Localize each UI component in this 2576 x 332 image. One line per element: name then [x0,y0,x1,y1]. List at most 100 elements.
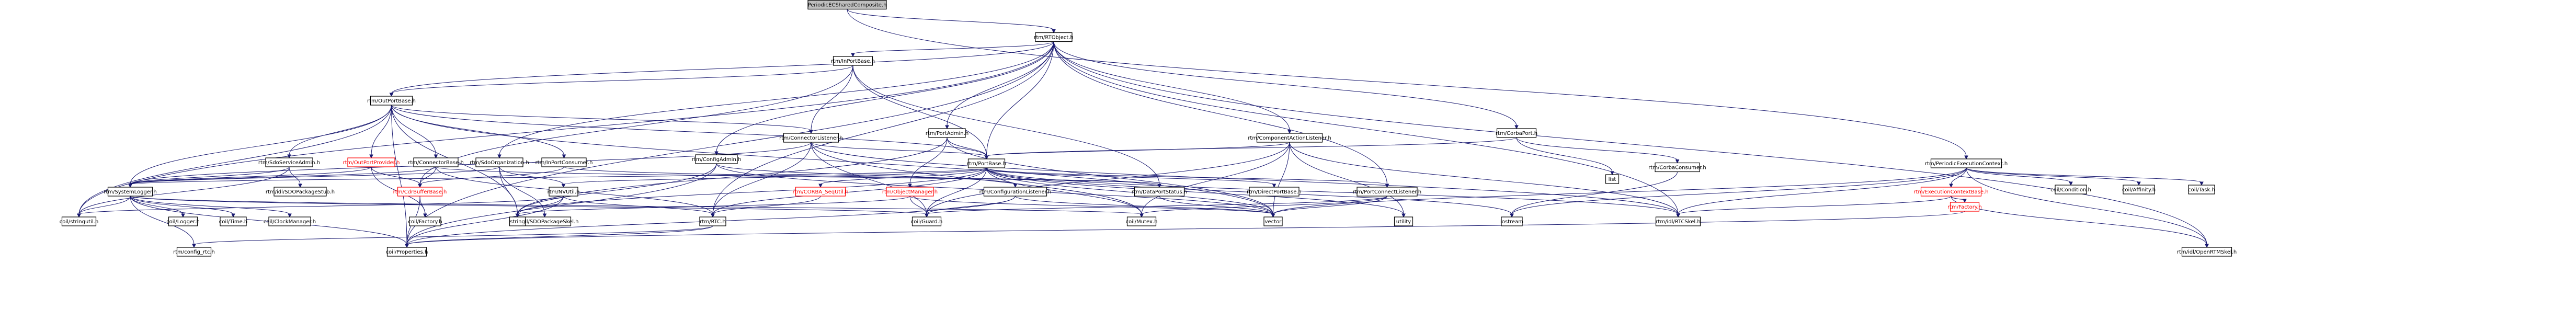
dependency-edge-ecbase-openrtmskel [1951,196,2209,248]
node-corbaconsumer[interactable]: rtm/CorbaConsumer.h [1648,162,1706,173]
dependency-edge-outportbase-outportprovider [369,105,392,159]
node-vector[interactable]: vector [1263,216,1283,226]
node-label-systemlogger: rtm/SystemLogger.h [104,189,157,195]
node-rtc[interactable]: rtm/RTC.h [699,216,726,226]
node-sdopackagestub[interactable]: rtm/idl/SDOPackageStub.h [266,187,335,197]
node-time[interactable]: coil/Time.h [219,216,248,226]
node-label-root: PeriodicECSharedComposite.h [808,3,887,8]
dependency-edge-outportbase-sdoserviceadmin [287,105,392,159]
node-inportbase[interactable]: rtm/InPortBase.h [831,56,875,66]
dependency-edge-portconnectlistener-mutex [1139,196,1387,218]
dependency-edge-periodicec-iostream [1510,167,1967,218]
node-openrtmskel[interactable]: rtm/idl/OpenRTMSkel.h [2177,247,2237,257]
node-label-cdrbufferbase: rtm/CdrBufferBase.h [393,189,447,195]
dependency-edge-portbase-utility [986,167,1406,218]
dependency-edge-systemlogger-time [130,196,235,218]
node-label-stringutil: coil/stringutil.h [60,219,99,225]
dependency-edge-periodicec-task [1966,167,2204,186]
node-mutex[interactable]: coil/Mutex.h [1126,216,1158,226]
dependency-edge-portconnectlistener-vector [1271,196,1387,218]
node-ecbase[interactable]: rtm/ExecutionContextBase.h [1913,187,1989,197]
node-label-string: string [510,219,525,225]
node-stringutil[interactable]: coil/stringutil.h [60,216,99,226]
node-label-outportbase: rtm/OutPortBase.h [367,98,416,104]
dependency-edge-periodicec-condition [1966,167,2073,186]
dependency-edge-corbaconsumer-iostream [1510,171,1678,218]
dependency-edge-sdoserviceadmin-sdopackagestub [289,166,302,188]
node-connectorbase[interactable]: rtm/ConnectorBase.h [408,157,464,167]
node-label-logger: coil/Logger.h [166,219,200,225]
node-label-componentactionlistener: rtm/ComponentActionListener.h [1248,135,1331,141]
dependency-edge-sdoorganization-sdopackageskel [499,166,547,218]
node-corbasequtil[interactable]: rtm/CORBA_SeqUtil.h [793,187,849,197]
node-iostream[interactable]: iostream [1500,216,1523,226]
node-label-openrtmskel: rtm/idl/OpenRTMSkel.h [2177,249,2237,255]
node-outportprovider[interactable]: rtm/OutPortProvider.h [343,157,400,167]
dependency-edge-corbasequtil-rtc [711,196,821,218]
node-string[interactable]: string [509,216,526,226]
node-utility[interactable]: utility [1394,216,1414,226]
node-nvutil[interactable]: rtm/NVUtil.h [548,187,580,197]
node-label-task: coil/Task.h [2188,187,2215,193]
node-directportbase[interactable]: rtm/DirectPortBase.h [1247,187,1302,197]
dependency-edge-outportprovider-cdrbufferbase [371,166,422,188]
node-configlistener[interactable]: rtm/ConfigurationListener.h [979,187,1052,197]
dependency-edge-portbase-systemlogger [128,167,987,188]
node-connectorlistener[interactable]: rtm/ConnectorListener.h [779,133,843,143]
node-outportbase[interactable]: rtm/OutPortBase.h [367,96,416,106]
node-label-configrtc: rtm/config_rtc.h [173,249,215,255]
node-portbase[interactable]: rtm/PortBase.h [967,158,1006,168]
dependency-edge-systemlogger-guard [130,196,929,218]
node-label-rtobject: rtm/RTObject.h [1034,35,1074,41]
dependency-edge-portbase-directportbase [986,167,1276,188]
node-label-portbase: rtm/PortBase.h [967,161,1006,167]
node-label-portconnectlistener: rtm/PortConnectListener.h [1353,189,1421,195]
node-clockmanager[interactable]: coil/ClockManager.h [264,216,316,226]
node-factory_rtm[interactable]: rtm/Factory.h [1947,202,1982,212]
dependency-edge-rtobject-inportbase [851,41,1054,58]
dependency-edge-portbase-nvutil [561,167,987,188]
dependency-edge-root-periodicec [847,9,1968,160]
node-portconnectlistener[interactable]: rtm/PortConnectListener.h [1353,187,1421,197]
node-inportconsumer[interactable]: rtm/InPortConsumer.h [535,157,593,167]
node-factory_coil[interactable]: coil/Factory.h [408,216,442,226]
dependency-edge-componentactionlistener-portbase [984,142,1290,160]
node-condition[interactable]: coil/Condition.h [2050,185,2091,194]
node-label-configadmin: rtm/ConfigAdmin.h [692,157,742,163]
node-label-inportbase: rtm/InPortBase.h [831,59,875,64]
dependency-edge-rtobject-outportbase [389,41,1054,97]
node-configadmin[interactable]: rtm/ConfigAdmin.h [692,154,742,164]
dependency-edge-rtobject-portadmin [945,41,1054,130]
node-componentactionlistener[interactable]: rtm/ComponentActionListener.h [1248,133,1331,143]
node-corbaport[interactable]: rtm/CorbaPort.h [1496,128,1537,138]
node-rtobject[interactable]: rtm/RTObject.h [1034,32,1074,42]
node-label-sdoserviceadmin: rtm/SdoServiceAdmin.h [258,160,320,166]
node-label-rtc: rtm/RTC.h [700,219,725,225]
node-dataportstatus[interactable]: rtm/DataPortStatus.h [1132,187,1187,197]
node-label-properties: coil/Properties.h [386,249,428,255]
node-affinity[interactable]: coil/Affinity.h [2122,185,2156,194]
node-properties[interactable]: coil/Properties.h [386,247,428,257]
node-periodicec[interactable]: rtm/PeriodicExecutionContext.h [1925,158,2008,168]
node-cdrbufferbase[interactable]: rtm/CdrBufferBase.h [393,187,447,197]
node-label-guard: coil/Guard.h [911,219,943,225]
dependency-edge-periodicec-openrtmskel [1966,167,2209,248]
node-guard[interactable]: coil/Guard.h [911,216,943,226]
dependency-edge-inportbase-connectorlistener [809,65,853,134]
node-configrtc[interactable]: rtm/config_rtc.h [173,247,215,257]
dependency-edge-portadmin-portbase [947,137,989,160]
node-logger[interactable]: coil/Logger.h [166,216,200,226]
node-sdoserviceadmin[interactable]: rtm/SdoServiceAdmin.h [258,157,320,167]
node-systemlogger[interactable]: rtm/SystemLogger.h [104,187,157,197]
node-label-sdopackageskel: rtm/idl/SDOPackageSkel.h [510,219,578,225]
node-rtcskel[interactable]: rtm/idl/RTCSkel.h [1655,216,1701,226]
node-portadmin[interactable]: rtm/PortAdmin.h [926,128,968,138]
node-task[interactable]: coil/Task.h [2188,185,2215,194]
node-objectmanager[interactable]: rtm/ObjectManager.h [882,187,938,197]
dependency-edge-inportconsumer-cdrbufferbase [418,166,564,188]
node-sdoorganization[interactable]: rtm/SdoOrganization.h [470,157,529,167]
node-label-dataportstatus: rtm/DataPortStatus.h [1132,189,1187,195]
node-list[interactable]: list [1605,174,1620,184]
dependency-edge-inportbase-portbase [852,65,989,160]
